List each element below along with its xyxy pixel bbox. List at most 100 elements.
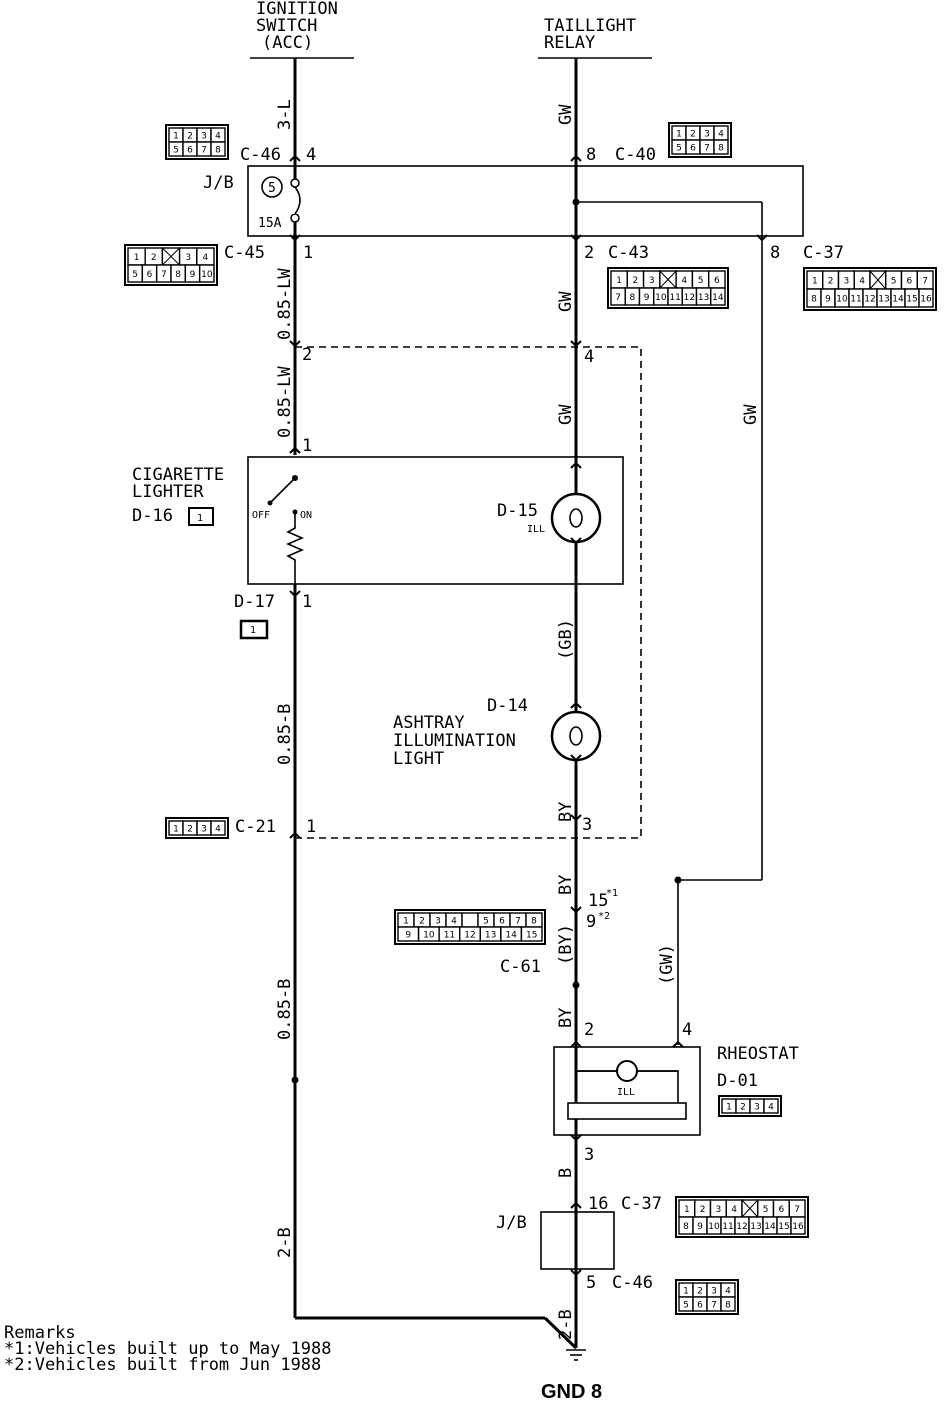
c46-pin-number: 1: [173, 132, 179, 142]
pin-9: 9: [586, 912, 596, 932]
c43-pin-number: 2: [633, 276, 639, 286]
heater-resistor-icon: [285, 512, 305, 583]
c43-label: C-43: [608, 243, 649, 263]
c37-pin-number: 4: [731, 1205, 737, 1215]
c46-pin-cell: [720, 1296, 736, 1312]
remarks-title: Remarks: [4, 1323, 76, 1343]
c45-label: C-45: [224, 243, 265, 263]
fuse-terminal: [290, 178, 300, 188]
terminal-arrow-icon: [289, 154, 301, 162]
wire-2b-2: 2-B: [556, 1309, 576, 1340]
remark-1: *1:Vehicles built up to May 1988: [4, 1339, 332, 1359]
ground-label: GND 8: [541, 1381, 602, 1402]
c37-pin-number: 13: [878, 295, 889, 305]
ignition-switch-label: IGNITION SWITCH (ACC): [256, 0, 338, 53]
c46-pin-number: 1: [683, 1287, 689, 1297]
c37-pin-number: 3: [716, 1205, 722, 1215]
rheostat-lamp-icon: [616, 1060, 638, 1082]
d14-lamp-icon: [550, 710, 602, 762]
wire-3l: 3-L: [275, 99, 295, 130]
c61-pin-number: 8: [531, 917, 537, 927]
switch-contact: [267, 500, 273, 506]
c37-pin-number: 8: [811, 295, 817, 305]
c46-pin-number: 2: [187, 132, 193, 142]
c46-pin-number: 2: [697, 1287, 703, 1297]
c40-pin-cell: [713, 139, 729, 155]
ignition-line-1: IGNITION: [256, 0, 338, 19]
c61-pin-number: 14: [505, 931, 517, 941]
terminal-arrow-icon: [289, 446, 301, 454]
wire-gw-3: GW: [556, 404, 576, 425]
c43-pin-number: 9: [644, 293, 650, 303]
pin-8-c40: 8: [586, 145, 596, 165]
c21-pin-number: 1: [173, 825, 179, 835]
c37-pin-number: 6: [907, 277, 913, 287]
c40-pin-number: 4: [718, 130, 724, 140]
c37-pin-number: 3: [844, 277, 850, 287]
c40-label: C-40: [615, 145, 656, 165]
pin-16: 16: [588, 1194, 608, 1214]
pin-8-c37: 8: [770, 243, 780, 263]
c37-pin-number: 7: [922, 277, 928, 287]
c61-pin-number: 5: [483, 917, 489, 927]
terminal-arrows: [289, 154, 768, 1277]
d01-pin-number: 2: [740, 1103, 746, 1113]
junction-block-bottom: [540, 1211, 615, 1270]
fuse-terminal: [290, 213, 300, 223]
c37-pin-number: 12: [864, 295, 875, 305]
c37-pin-number: 11: [850, 295, 861, 305]
wire-gw-2: GW: [556, 291, 576, 312]
d14-label: D-14: [487, 696, 528, 716]
pin-2-rheo: 2: [584, 1020, 594, 1040]
pin-5: 5: [586, 1273, 596, 1293]
terminal-arrow-icon: [570, 754, 582, 762]
pin-1-c21: 1: [306, 817, 316, 837]
c61-pin-number: 3: [435, 917, 441, 927]
fuse-amp: 15A: [258, 216, 282, 231]
d17-box-num: 1: [250, 625, 256, 636]
jb-label: J/B: [203, 173, 234, 193]
d01-pin-cell: [763, 1098, 779, 1114]
d16-connector-icon: [188, 507, 214, 526]
d16-label: D-16: [132, 506, 173, 526]
c37-pin-number: 14: [892, 295, 904, 305]
fuse-gap: [291, 188, 299, 214]
c46-pin-number: 4: [725, 1287, 731, 1297]
jb-bot-label: J/B: [496, 1213, 527, 1233]
c43-pin-number: 10: [655, 293, 667, 303]
terminal-arrow-icon: [756, 234, 768, 242]
c37-pin-number: 10: [708, 1222, 720, 1232]
c61-pin-number: 11: [444, 931, 455, 941]
wire-2b-1: 2-B: [275, 1227, 295, 1258]
c61-pin-number: 13: [485, 931, 496, 941]
c43-pin-number: 1: [616, 276, 622, 286]
wire-by-2: BY: [556, 875, 576, 895]
d17-connector-icon: [239, 619, 269, 640]
taillight-line-1: TAILLIGHT: [544, 16, 636, 36]
terminal-arrow-icon: [570, 537, 582, 545]
c61-pin-number: 15: [526, 931, 537, 941]
c43-pin-number: 12: [684, 293, 695, 303]
rheostat-resistor-icon: [567, 1102, 687, 1120]
c37-pin-number: 8: [683, 1222, 689, 1232]
switch-on: ON: [300, 510, 312, 521]
c43-pin-cell: [710, 287, 726, 306]
c21-pin-number: 3: [201, 825, 207, 835]
c61-pin-number: 1: [403, 917, 409, 927]
terminal-arrow-icon: [289, 234, 301, 242]
c61-pin-number: 12: [464, 931, 475, 941]
c37-pin-number: 15: [906, 295, 917, 305]
c61-pin-number: 4: [451, 917, 457, 927]
c61-pin-cell: [520, 926, 543, 942]
c43-pin-number: 6: [714, 276, 720, 286]
d01-pin-number: 3: [754, 1103, 760, 1113]
terminal-arrow-icon: [570, 814, 582, 822]
splice-dot: [291, 1076, 299, 1084]
splice-dot: [674, 876, 682, 884]
